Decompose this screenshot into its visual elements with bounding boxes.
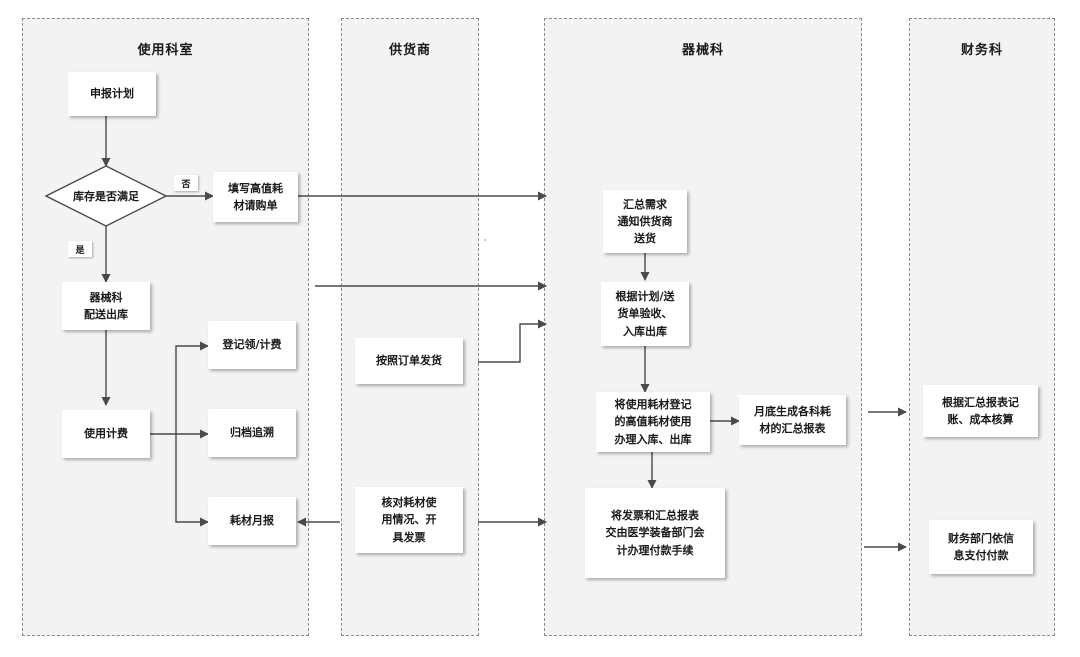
node-monthly-summary[interactable]: 月底生成各科耗 材的汇总报表	[739, 395, 846, 445]
node-apply-plan[interactable]: 申报计划	[68, 72, 156, 116]
node-list-issue[interactable]: 耗材月报	[208, 497, 296, 545]
lane-title-supplier: 供货商	[388, 43, 431, 58]
lane-title-equipment: 器械科	[681, 43, 724, 58]
node-fill-purchase[interactable]: 填写高值耗 材请购单	[213, 172, 298, 222]
node-register-consume[interactable]: 登记领/计费	[208, 321, 296, 369]
node-inout-record[interactable]: 将使用耗材登记 的高值耗材使用 办理入库、出库	[596, 392, 710, 452]
lane-title-finance: 财务科	[960, 43, 1003, 58]
node-dispatch-out[interactable]: 器械科 配送出库	[62, 282, 150, 330]
node-summary-notify[interactable]: 汇总需求 通知供货商 送货	[603, 190, 687, 253]
node-supplier-deliver[interactable]: 按照订单发货	[355, 338, 463, 384]
node-use-charge[interactable]: 使用计费	[62, 410, 150, 458]
node-invoice-flow[interactable]: 将发票和汇总报表 交由医学装备部门会 计办理付款手续	[585, 488, 725, 578]
lane-title-department: 使用科室	[137, 43, 194, 58]
stock-check-diamond	[44, 165, 168, 227]
arrow-deliver-to-equipment	[478, 319, 547, 363]
tag-no: 否	[174, 175, 198, 191]
arrow-branch-register	[175, 341, 209, 434]
node-stock-check-label[interactable]: 库存是否满足	[73, 190, 139, 203]
node-receive-check[interactable]: 根据计划/送 货单验收、 入库出库	[601, 282, 689, 346]
arrow-branch-list	[175, 434, 209, 527]
node-supplier-monthly[interactable]: 核对耗材使 用情况、开 具发票	[355, 487, 463, 553]
tag-yes: 是	[68, 241, 92, 257]
node-return-stock[interactable]: 归档追溯	[208, 409, 296, 457]
node-finance-pay[interactable]: 财务部门依信 息支付付款	[929, 520, 1033, 574]
node-finance-record[interactable]: 根据汇总报表记 账、成本核算	[923, 385, 1038, 437]
